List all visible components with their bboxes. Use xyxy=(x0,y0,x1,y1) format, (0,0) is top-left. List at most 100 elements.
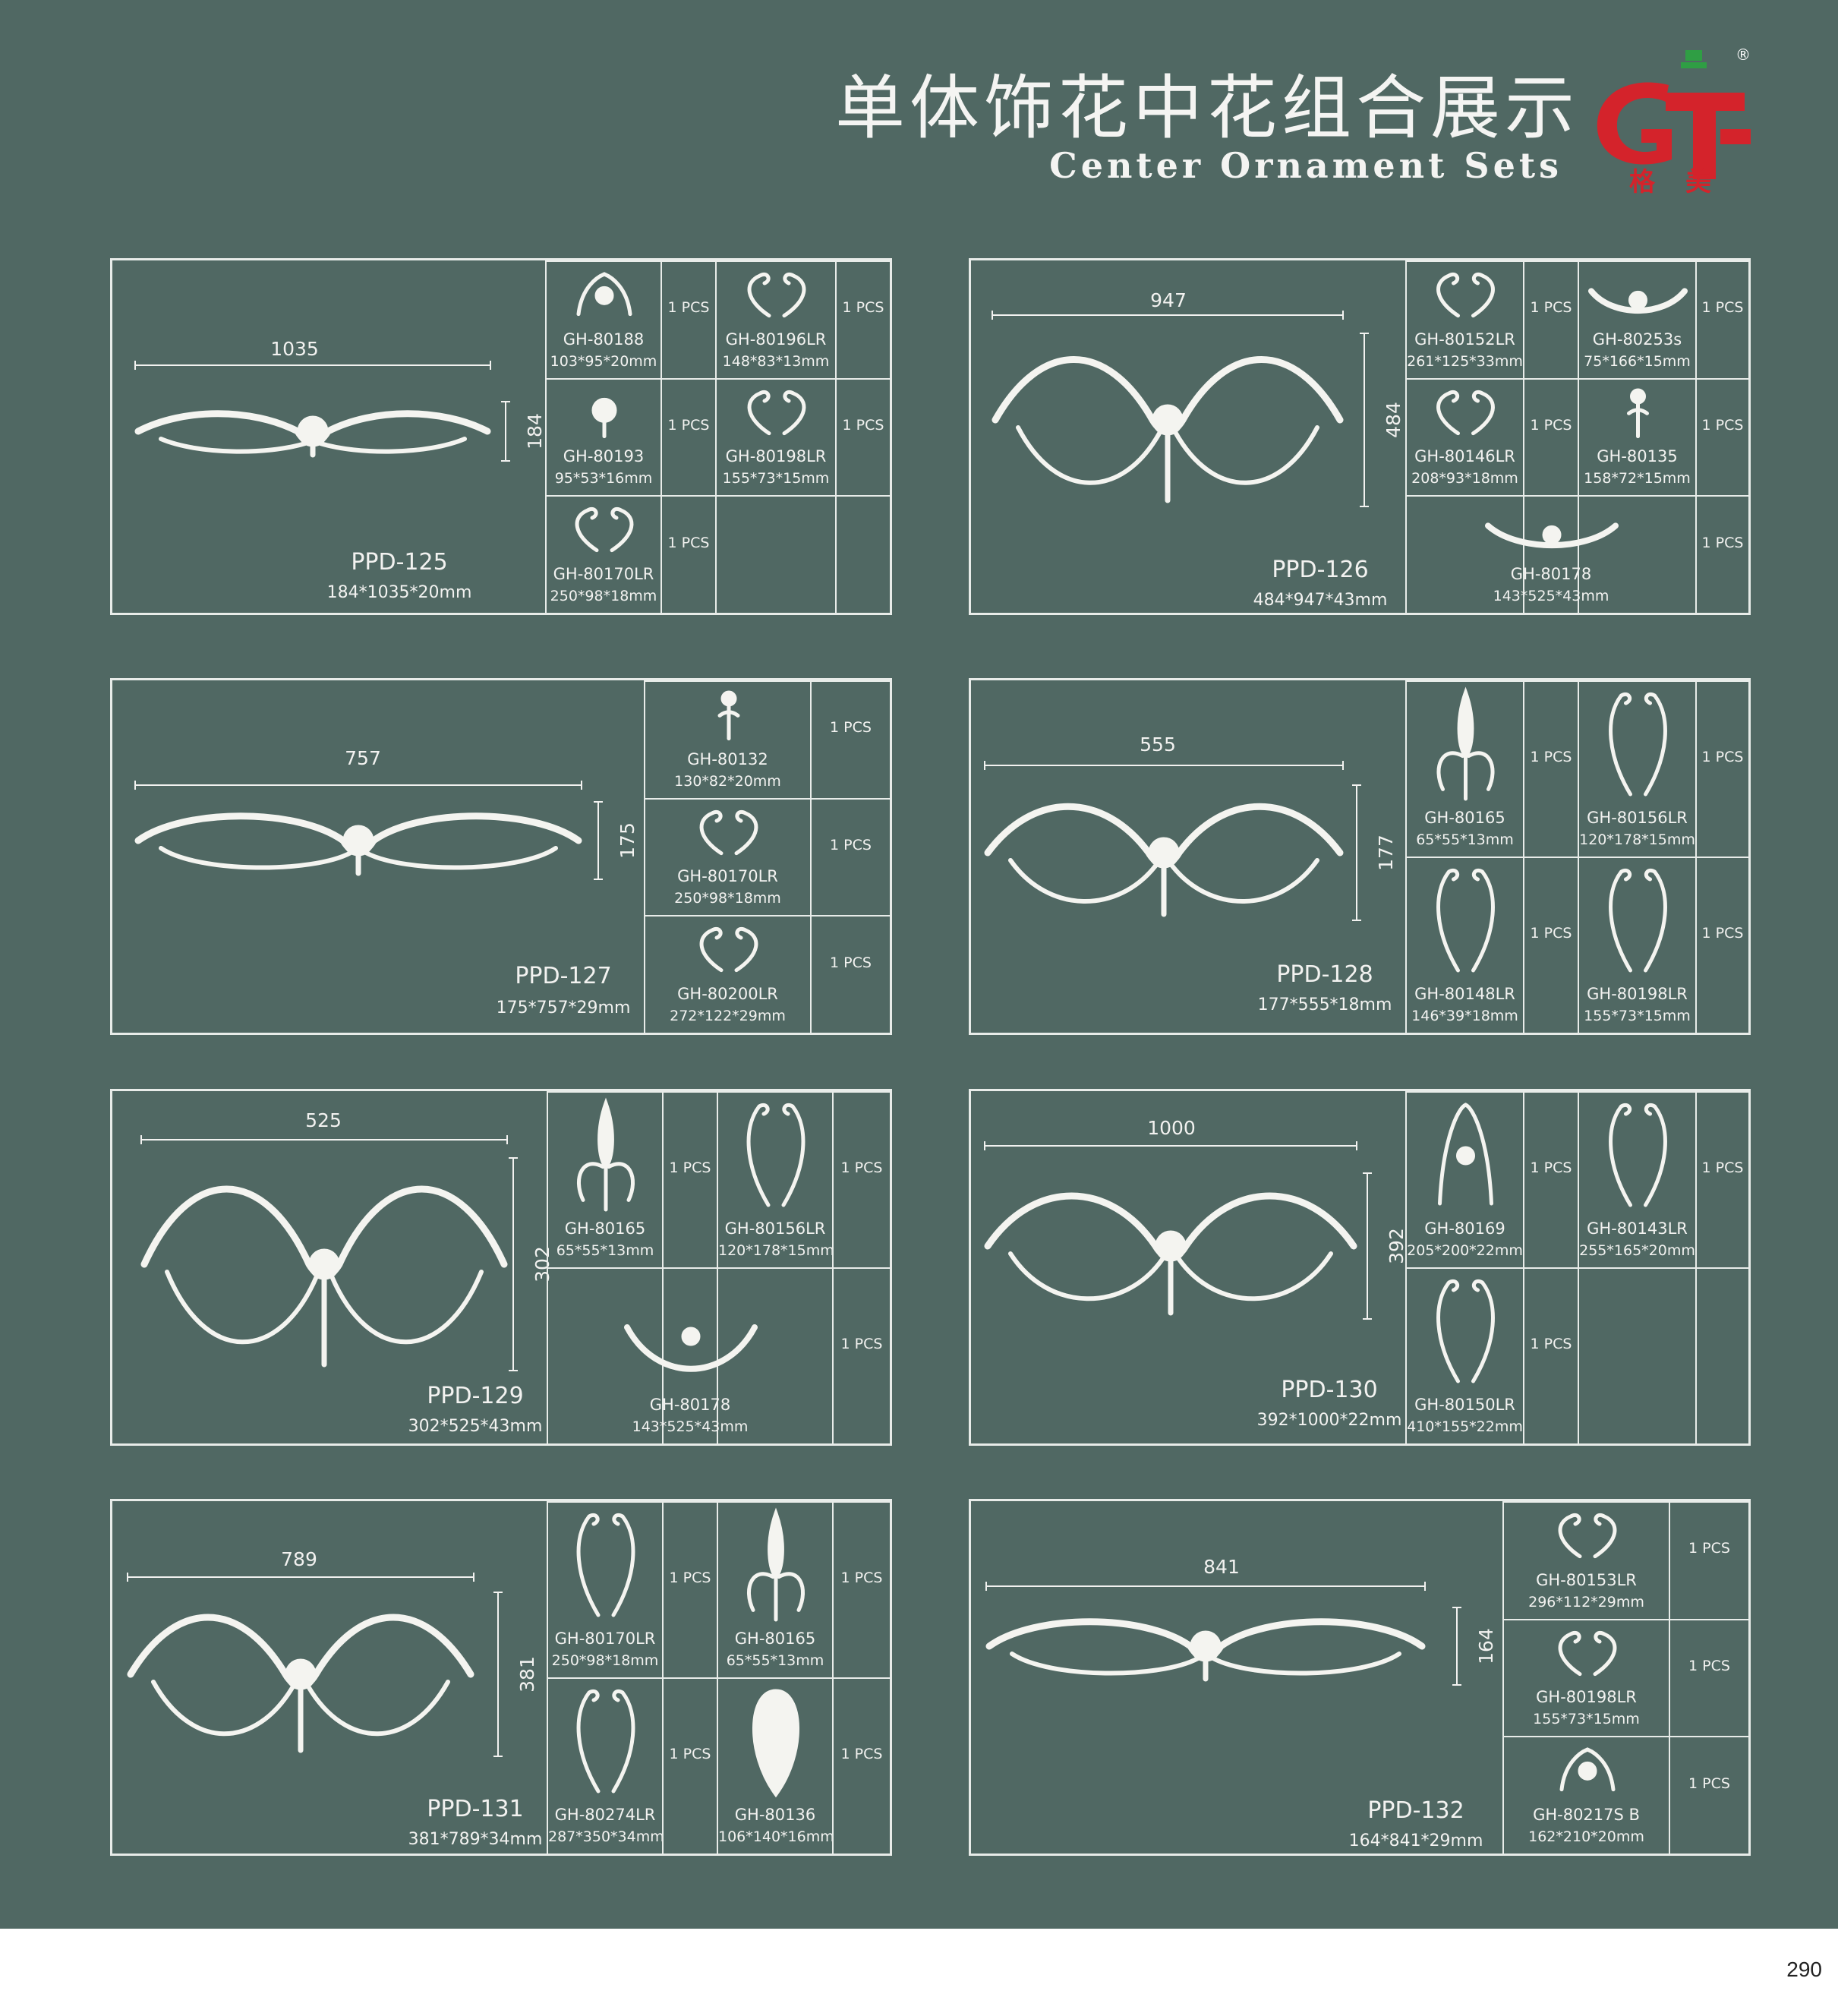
component-quantity: 1 PCS xyxy=(830,836,872,853)
component-dimensions: 65*55*13mm xyxy=(556,1242,654,1259)
page-title-english: Center Ornament Sets xyxy=(1049,145,1562,186)
height-dimension-label: 175 xyxy=(616,822,638,859)
component-quantity-cell: 1 PCS xyxy=(1523,1267,1578,1443)
component-code: GH-80165 xyxy=(734,1630,816,1648)
catalog-canvas xyxy=(0,0,1838,1929)
component-quantity: 1 PCS xyxy=(842,416,884,434)
ornament-scroll-pair-icon xyxy=(575,507,634,553)
dimension-lines xyxy=(127,1573,503,1757)
component-code: GH-80148LR xyxy=(1414,985,1515,1003)
component-quantity-cell: 1 PCS xyxy=(1523,377,1578,496)
main-ornament-icon xyxy=(984,1192,1357,1316)
width-dimension-label: 841 xyxy=(1203,1556,1240,1578)
component-quantity-cell: 1 PCS xyxy=(835,377,890,496)
component-code: GH-80193 xyxy=(563,447,645,466)
component-dimensions: 106*140*16mm xyxy=(718,1828,832,1845)
set-dimensions: 484*947*43mm xyxy=(1253,591,1388,610)
component-quantity-cell: 1 PCS xyxy=(1695,1091,1748,1267)
component-quantity: 1 PCS xyxy=(840,1336,883,1352)
set-dimensions: 381*789*34mm xyxy=(408,1830,543,1849)
brand-name: 格美 xyxy=(1629,167,1742,197)
component-quantity-cell: 1 PCS xyxy=(660,260,715,378)
component-quantity-cell: 1 PCS xyxy=(1695,680,1748,857)
component-code: GH-80170LR xyxy=(553,564,654,583)
grid-cell xyxy=(835,495,890,613)
page-number: 290 xyxy=(1786,1958,1822,1981)
component-dimensions: 155*73*15mm xyxy=(1533,1711,1640,1728)
main-ornament-icon xyxy=(984,803,1344,917)
component-code: GH-80132 xyxy=(687,749,768,768)
set-code: PPD-128 xyxy=(1276,961,1373,988)
component-dimensions: 143*525*43mm xyxy=(1493,587,1609,604)
component-quantity-cell: 1 PCS xyxy=(1523,260,1578,378)
component-code: GH-80274LR xyxy=(554,1806,656,1824)
set-dimensions: 175*757*29mm xyxy=(496,999,631,1017)
component-quantity-cell: 1 PCS xyxy=(1669,1736,1748,1854)
component-quantity: 1 PCS xyxy=(840,1570,883,1586)
component-quantity: 1 PCS xyxy=(1701,299,1744,317)
component-dimensions: 75*166*15mm xyxy=(1584,352,1691,370)
main-ornament-icon xyxy=(140,1185,508,1368)
component-quantity: 1 PCS xyxy=(667,534,710,551)
ornament-drop-icon xyxy=(717,690,739,741)
component-quantity-cell: 1 PCS xyxy=(1695,495,1748,613)
set-code: PPD-130 xyxy=(1281,1377,1378,1403)
component-quantity: 1 PCS xyxy=(667,416,710,434)
component-quantity: 1 PCS xyxy=(1530,299,1572,317)
component-dimensions: 158*72*15mm xyxy=(1584,470,1691,487)
component-quantity-cell: 1 PCS xyxy=(1669,1618,1748,1737)
ornament-scroll-pair-icon xyxy=(746,1103,806,1207)
component-code: GH-80196LR xyxy=(725,330,827,349)
component-cell: GH-80198LR 155*73*15mm xyxy=(1502,1618,1669,1737)
component-quantity: 1 PCS xyxy=(1701,1159,1744,1176)
component-quantity-cell: 1 PCS xyxy=(662,1677,717,1854)
component-quantity: 1 PCS xyxy=(842,299,884,317)
component-dimensions: 205*200*22mm xyxy=(1407,1242,1523,1259)
component-quantity-cell: 1 PCS xyxy=(832,1267,890,1443)
main-ornament-icon xyxy=(985,1618,1426,1682)
component-code: GH-80135 xyxy=(1597,447,1678,466)
component-quantity-cell: 1 PCS xyxy=(810,797,890,916)
ornament-scroll-pair-icon xyxy=(1436,868,1495,973)
component-quantity-cell: 1 PCS xyxy=(832,1501,890,1677)
registered-mark: ® xyxy=(1736,46,1751,64)
dimension-lines xyxy=(985,1582,1461,1686)
component-code: GH-80200LR xyxy=(677,984,778,1003)
component-quantity: 1 PCS xyxy=(840,1159,883,1176)
component-quantity-cell: 1 PCS xyxy=(835,260,890,378)
width-dimension-label: 947 xyxy=(1150,289,1187,311)
component-dimensions: 148*83*13mm xyxy=(722,352,830,370)
component-dimensions: 155*73*15mm xyxy=(722,470,830,487)
ornament-scroll-pair-icon xyxy=(747,272,806,318)
component-quantity: 1 PCS xyxy=(1530,925,1572,942)
width-dimension-label: 555 xyxy=(1140,734,1176,756)
component-quantity-cell: 1 PCS xyxy=(1695,377,1748,496)
dimension-lines xyxy=(984,1141,1372,1320)
component-cell: GH-80135 158*72*15mm xyxy=(1578,377,1695,496)
ornament-scroll-pair-icon xyxy=(699,809,758,855)
component-dimensions: 155*73*15mm xyxy=(1584,1008,1691,1024)
component-quantity-cell: 1 PCS xyxy=(660,377,715,496)
width-dimension-label: 1035 xyxy=(270,338,319,360)
component-quantity: 1 PCS xyxy=(1701,749,1744,765)
component-cell: GH-80196LR 148*83*13mm xyxy=(715,260,835,378)
component-code: GH-80188 xyxy=(563,330,645,349)
component-code: GH-80198LR xyxy=(1536,1688,1637,1707)
main-ornament-icon xyxy=(134,410,491,458)
component-quantity-cell: 1 PCS xyxy=(1523,857,1578,1033)
height-dimension-label: 484 xyxy=(1382,402,1405,438)
